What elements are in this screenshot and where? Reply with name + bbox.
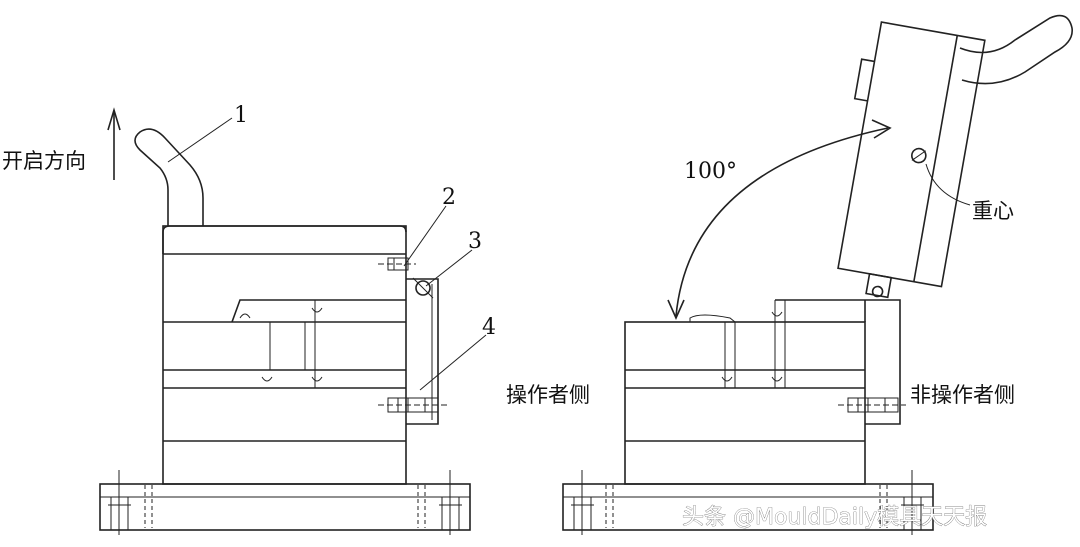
- left-hinge-arm: [406, 278, 439, 425]
- right-lower-screw: [838, 397, 906, 413]
- callout-line-4: [419, 334, 487, 391]
- right-base-bolt-right: [879, 470, 924, 535]
- left-base-bolt-left: [108, 470, 153, 535]
- callout-label-4: 4: [482, 315, 496, 340]
- left-handle: [134, 128, 204, 226]
- left-mould-assembly: [99, 128, 471, 535]
- open-direction-arrow-icon: [107, 107, 121, 180]
- center-of-gravity-label: 重心: [972, 199, 1014, 223]
- left-top-screw: [378, 257, 416, 271]
- non-operator-side-label: 非操作者侧: [910, 383, 1015, 407]
- callout-line-3: [425, 249, 473, 287]
- right-hinge-arm: [865, 299, 901, 425]
- callout-label-2: 2: [442, 185, 456, 210]
- right-opened-top-block: [837, 21, 986, 299]
- left-hinge-pin: [415, 280, 431, 296]
- open-direction-label: 开启方向: [2, 149, 86, 173]
- right-base-bolt-left: [571, 470, 614, 535]
- left-plate-stack: [162, 225, 407, 485]
- operator-side-label: 操作者侧: [506, 383, 590, 407]
- right-plate-stack: [624, 321, 866, 485]
- callout-line-1: [167, 117, 233, 163]
- left-lower-screw: [378, 397, 448, 413]
- callout-label-1: 1: [234, 103, 248, 128]
- right-handle: [959, 14, 1073, 85]
- callout-label-3: 3: [468, 229, 482, 254]
- callout-line-2: [403, 205, 447, 267]
- watermark-text: 头条 @MouldDaily模具天天报: [682, 505, 987, 530]
- left-base-bolt-right: [417, 470, 462, 535]
- left-base-plate: [99, 483, 471, 531]
- right-mould-assembly: [562, 14, 1073, 535]
- rotation-angle-label: 100°: [684, 159, 737, 184]
- center-of-gravity-icon: [911, 147, 927, 164]
- center-of-gravity-leader: [925, 163, 971, 206]
- rotation-angle-arc: [667, 119, 892, 320]
